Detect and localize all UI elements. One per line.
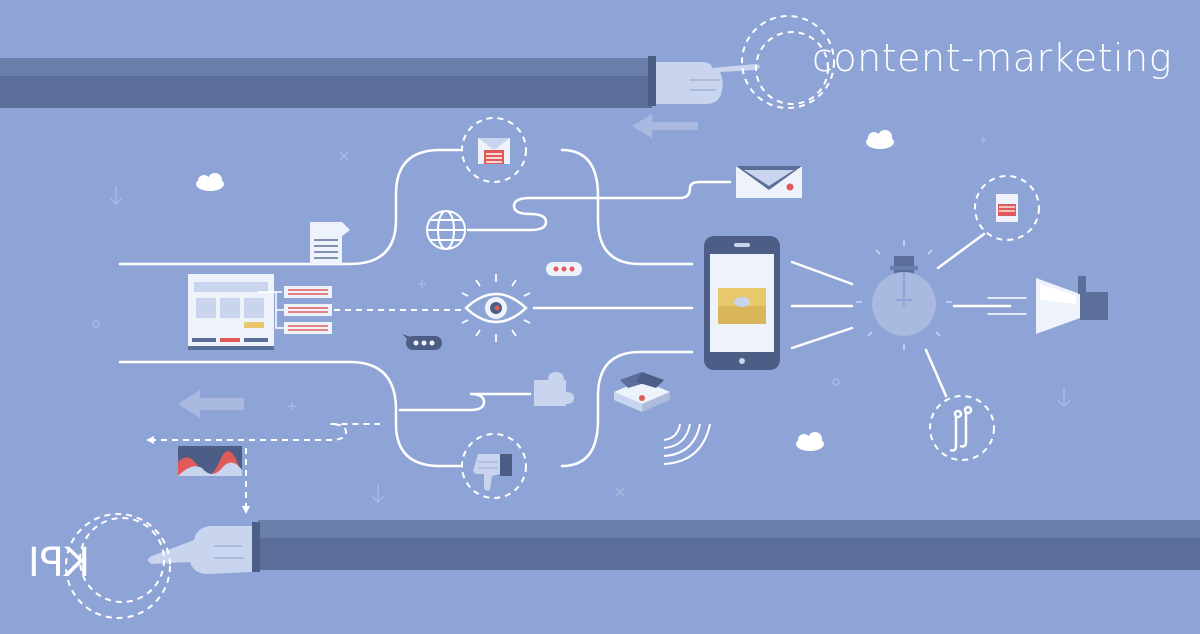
email-icon xyxy=(736,166,802,198)
cloud-icon xyxy=(196,173,224,191)
cloud-icon xyxy=(866,130,894,149)
document-icon xyxy=(310,222,350,264)
arrow-down-icon xyxy=(242,506,250,514)
list-items-icon xyxy=(275,286,332,334)
arrow-left-icon xyxy=(632,114,698,138)
top-dashed-circles xyxy=(741,15,835,109)
bottom-arm xyxy=(148,520,1200,574)
pointing-hand-right-icon xyxy=(656,62,760,104)
light-bulb-icon: $ xyxy=(856,240,952,350)
chat-bubble-icon xyxy=(402,334,442,350)
decorative-marks xyxy=(92,137,1071,504)
megaphone-icon xyxy=(1036,276,1108,334)
document-icon xyxy=(996,194,1018,222)
puzzle-piece-icon xyxy=(534,372,574,406)
thumbs-down-icon xyxy=(473,454,512,491)
dashed-connections xyxy=(150,309,462,508)
smartphone-icon xyxy=(704,236,780,370)
cloud-icon xyxy=(796,432,824,451)
chat-bubble-icon xyxy=(546,262,582,276)
open-box-icon xyxy=(614,372,670,412)
signal-waves-icon xyxy=(663,423,711,465)
kpi-label: KPI xyxy=(28,540,91,586)
wave-chart-icon xyxy=(178,446,242,476)
globe-icon xyxy=(426,210,466,250)
content-marketing-label: content-marketing xyxy=(812,36,1172,80)
arrow-left-small-icon xyxy=(146,436,154,444)
mail-document-icon xyxy=(478,138,510,164)
eye-icon xyxy=(461,274,531,342)
arrow-left-icon xyxy=(178,390,244,418)
top-arm xyxy=(0,56,760,108)
connection-lines xyxy=(118,148,1027,468)
svg-text:$: $ xyxy=(901,301,907,311)
music-note-icon xyxy=(949,405,973,452)
bottom-dashed-circles xyxy=(65,513,171,619)
browser-window-icon xyxy=(188,274,282,350)
pointing-hand-left-icon xyxy=(148,526,252,574)
icon-circles xyxy=(461,117,1040,499)
